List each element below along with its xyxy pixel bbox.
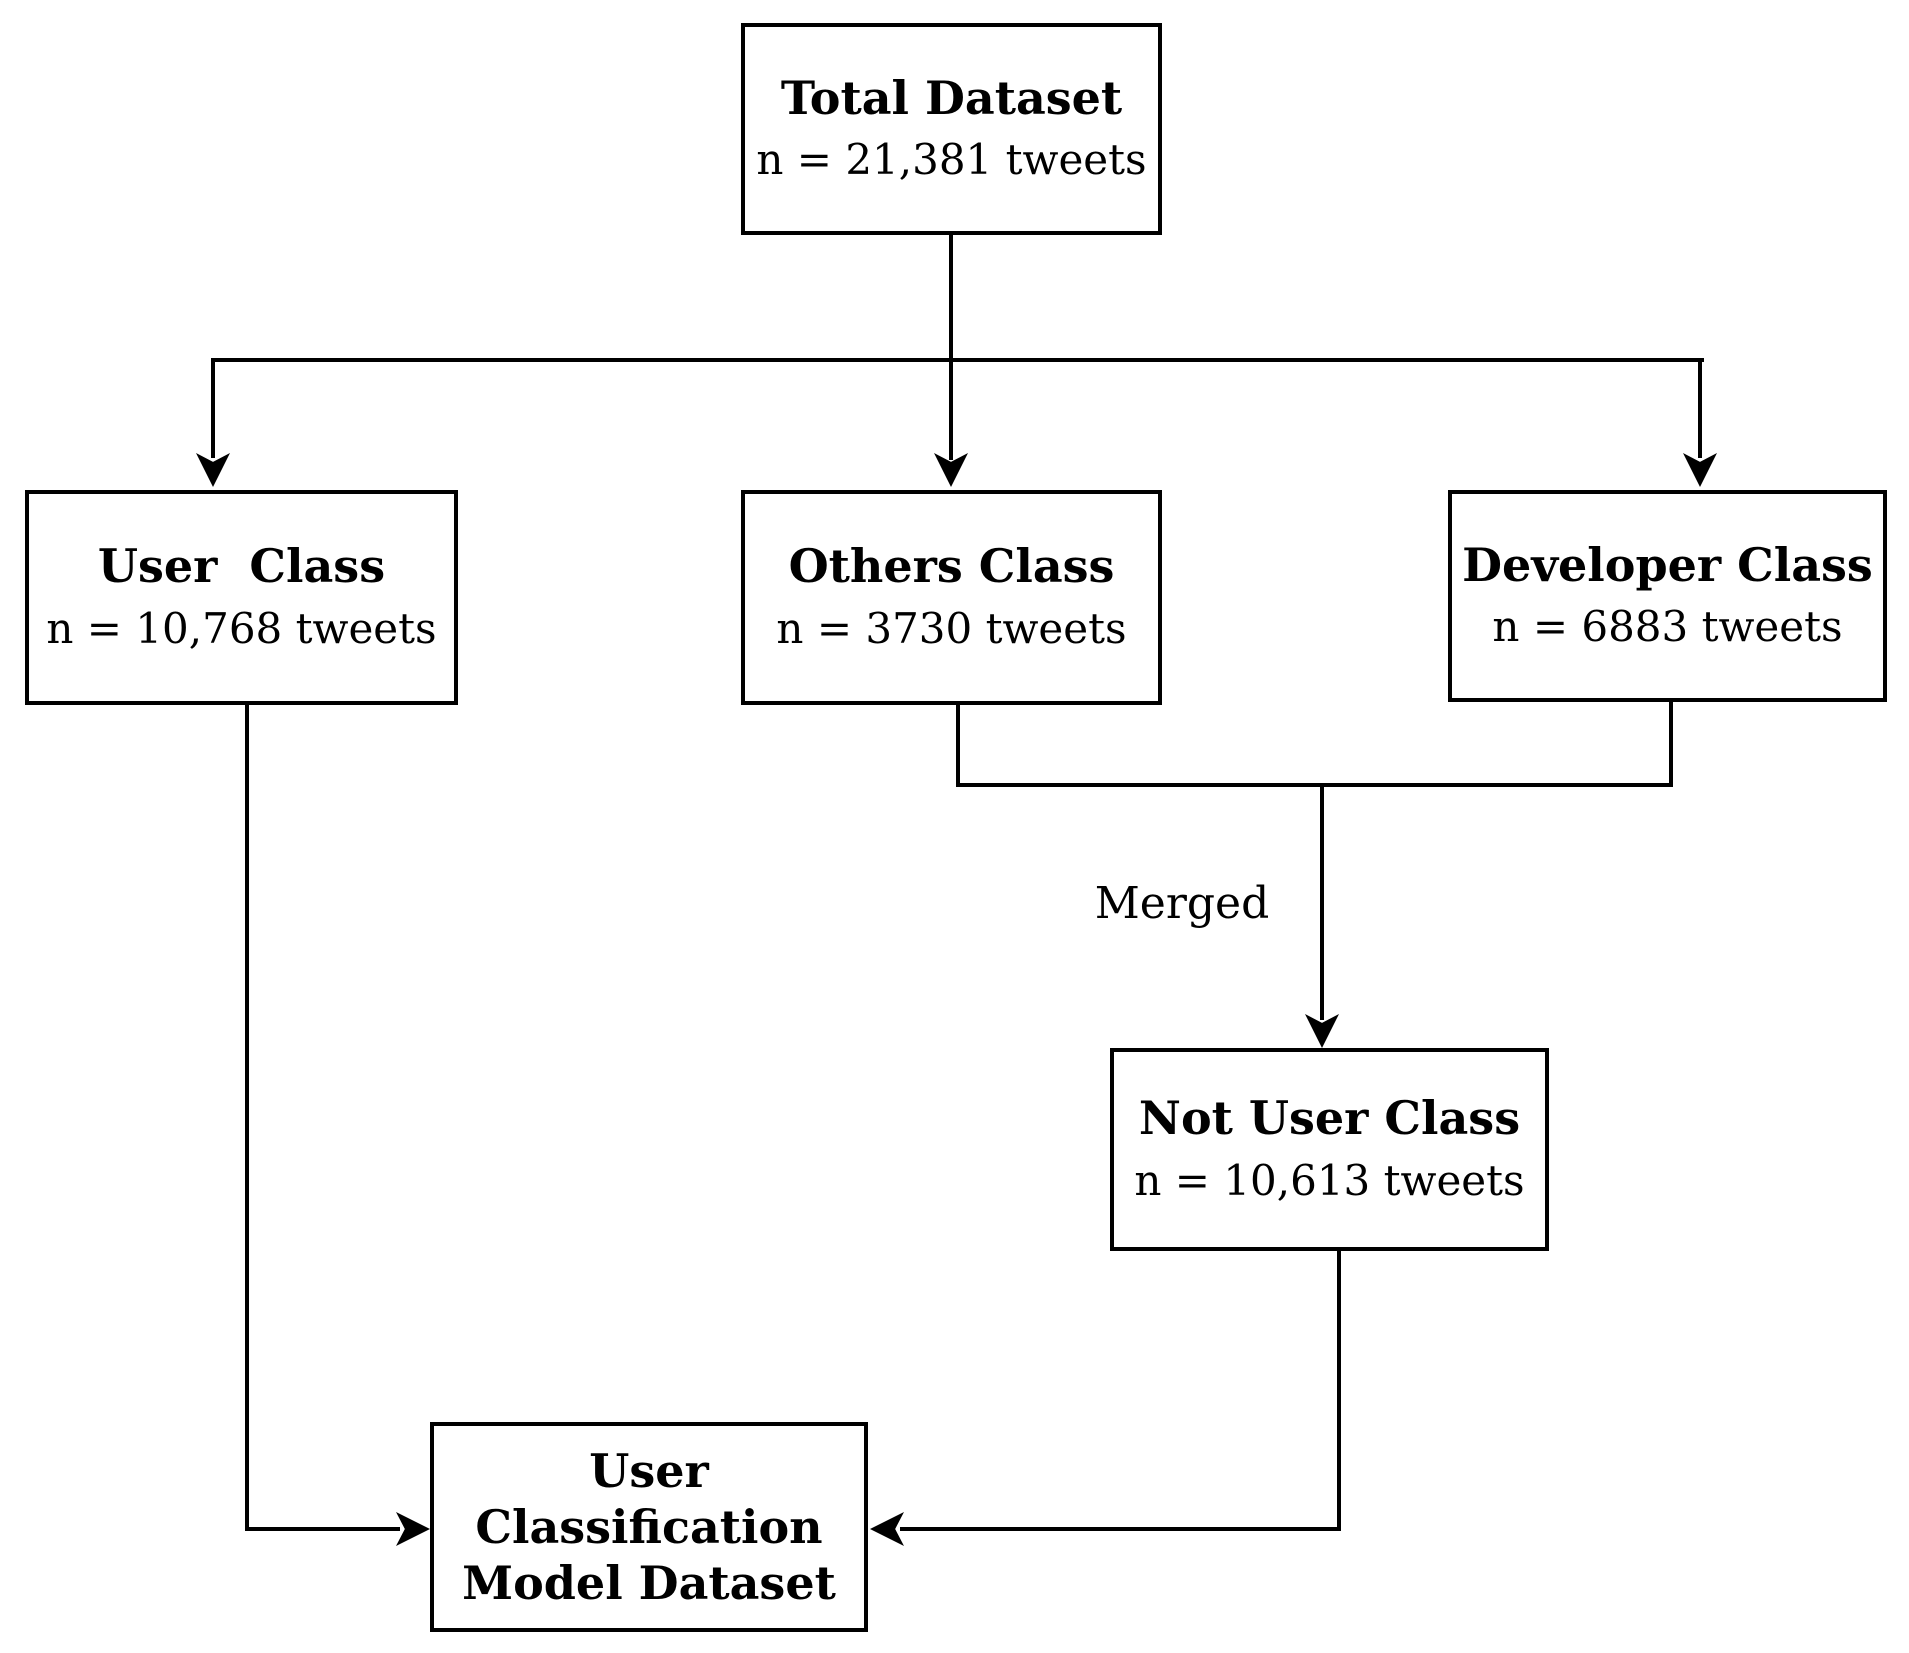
node-others-class: Others Class n = 3730 tweets [741, 490, 1162, 705]
connector-not-user-down [1337, 1251, 1341, 1531]
node-model-dataset-line-1: User [589, 1443, 709, 1498]
node-others-class-title: Others Class [788, 539, 1115, 594]
connector-user-to-model [245, 1527, 400, 1531]
node-total-dataset: Total Dataset n = 21,381 tweets [741, 23, 1162, 235]
connector-branch-bar [211, 358, 1704, 362]
connector-branch-to-developer [1698, 358, 1702, 458]
node-total-dataset-count: n = 21,381 tweets [756, 135, 1147, 185]
arrowhead-into-user-class [196, 453, 230, 487]
connector-developer-to-merge [1669, 701, 1673, 787]
node-not-user-class-title: Not User Class [1138, 1091, 1521, 1146]
node-model-dataset-line-2: Classification [475, 1499, 823, 1554]
connector-merge-bar [956, 783, 1673, 787]
arrowhead-into-model-right [870, 1512, 904, 1546]
node-user-class: User Class n = 10,768 tweets [25, 490, 458, 705]
node-others-class-count: n = 3730 tweets [776, 603, 1127, 653]
node-not-user-class: Not User Class n = 10,613 tweets [1110, 1048, 1549, 1251]
node-user-class-title: User Class [97, 539, 386, 594]
node-not-user-class-count: n = 10,613 tweets [1134, 1155, 1525, 1205]
connector-branch-to-user [211, 358, 215, 458]
node-developer-class-title: Developer Class [1462, 537, 1873, 592]
node-user-class-count: n = 10,768 tweets [46, 603, 437, 653]
arrowhead-into-model-left [396, 1512, 430, 1546]
connector-merge-to-not-user [1320, 783, 1324, 1020]
arrowhead-into-developer-class [1683, 453, 1717, 487]
connector-others-to-merge [956, 703, 960, 787]
node-developer-class-count: n = 6883 tweets [1492, 602, 1843, 652]
node-total-dataset-title: Total Dataset [780, 70, 1123, 125]
node-developer-class: Developer Class n = 6883 tweets [1448, 490, 1887, 702]
node-model-dataset: User Classification Model Dataset [430, 1422, 868, 1632]
edge-label-merged: Merged [1094, 878, 1270, 929]
connector-total-to-others [949, 235, 953, 460]
connector-user-down [245, 705, 249, 1531]
connector-not-user-to-model [900, 1527, 1341, 1531]
node-model-dataset-line-3: Model Dataset [462, 1556, 836, 1611]
